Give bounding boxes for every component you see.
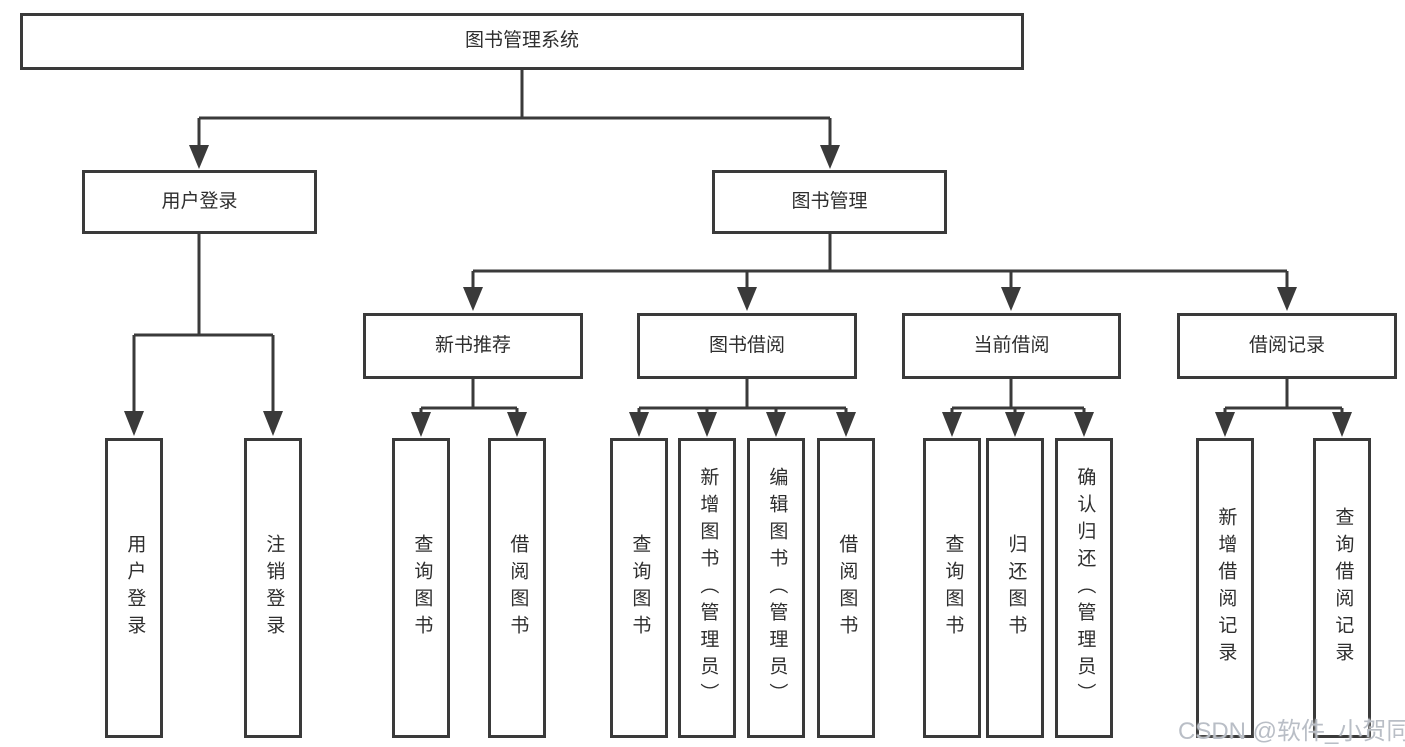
leaf-query-books-current: 查询图书 [923,438,981,738]
leaf-logout-login: 注销登录 [244,438,302,738]
node-user-login: 用户登录 [82,170,317,234]
node-root-system: 图书管理系统 [20,13,1024,70]
leaf-query-books-borrowing: 查询图书 [610,438,668,738]
leaf-label: 借阅图书 [507,534,529,642]
connector-user-login-group [124,234,283,436]
leaf-confirm-return-admin: 确认归还（管理员） [1055,438,1113,738]
connector-root-branches [189,70,840,169]
leaf-borrow-books-recommend: 借阅图书 [488,438,546,738]
leaf-return-books: 归还图书 [986,438,1044,738]
connector-current-borrow-group [942,379,1094,437]
connector-borrow-record-group [1215,379,1352,437]
leaf-label: 查询图书 [629,534,651,642]
leaf-query-books-recommend: 查询图书 [392,438,450,738]
leaf-borrow-books: 借阅图书 [817,438,875,738]
node-borrowing-records: 借阅记录 [1177,313,1397,379]
leaf-label: 注销登录 [263,534,285,642]
leaf-label: 确认归还（管理员） [1074,466,1096,710]
node-book-borrowing: 图书借阅 [637,313,857,379]
connector-book-management-group [463,234,1297,311]
leaf-user-login: 用户登录 [105,438,163,738]
leaf-label: 查询图书 [942,534,964,642]
leaf-label: 编辑图书（管理员） [766,466,788,710]
leaf-label: 新增图书（管理员） [697,466,719,710]
leaf-label: 归还图书 [1005,534,1027,642]
leaf-label: 新增借阅记录 [1215,507,1237,669]
leaf-label: 查询借阅记录 [1332,507,1354,669]
leaf-label: 查询图书 [411,534,433,642]
connector-book-borrow-group [629,379,856,437]
leaf-label: 借阅图书 [836,534,858,642]
node-current-borrowing: 当前借阅 [902,313,1121,379]
leaf-edit-books-admin: 编辑图书（管理员） [747,438,805,738]
leaf-add-borrow-record: 新增借阅记录 [1196,438,1254,738]
csdn-watermark: CSDN @软件_小贺同学 [1178,718,1405,745]
leaf-label: 用户登录 [124,534,146,642]
connector-new-book-group [411,379,527,437]
node-book-management: 图书管理 [712,170,947,234]
leaf-add-books-admin: 新增图书（管理员） [678,438,736,738]
leaf-query-borrow-record: 查询借阅记录 [1313,438,1371,738]
node-new-book-recommend: 新书推荐 [363,313,583,379]
